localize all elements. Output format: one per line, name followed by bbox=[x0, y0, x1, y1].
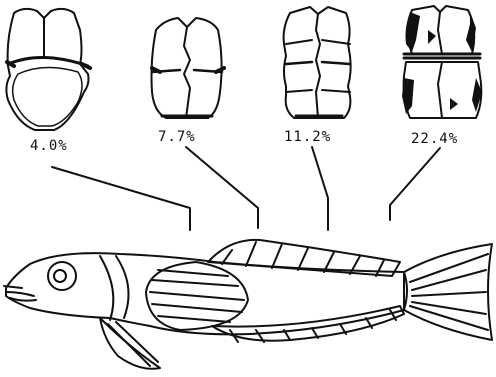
vertebra-2 bbox=[152, 18, 225, 118]
vertebra-3 bbox=[284, 7, 351, 118]
fish-outline bbox=[4, 240, 492, 369]
label-vertebra-1: 4.0% bbox=[30, 138, 68, 154]
label-vertebra-3: 11.2% bbox=[284, 129, 331, 145]
label-vertebra-2: 7.7% bbox=[158, 129, 196, 145]
vertebra-1 bbox=[6, 9, 90, 130]
label-vertebra-4: 22.4% bbox=[411, 131, 458, 147]
vertebra-4 bbox=[402, 6, 482, 118]
leader-lines bbox=[52, 147, 440, 230]
